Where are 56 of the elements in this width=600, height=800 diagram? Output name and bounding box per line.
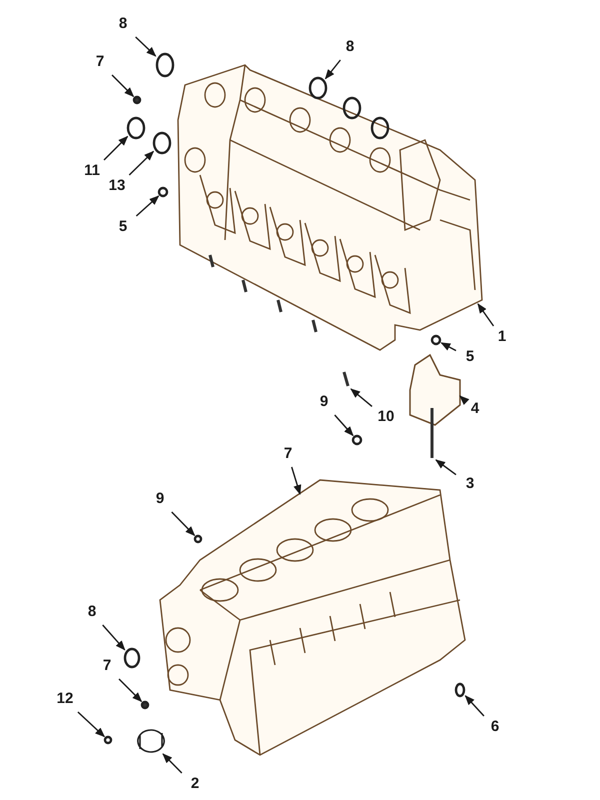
callout-number: 2: [183, 775, 207, 795]
plug: [352, 434, 362, 446]
callout-number: 1: [490, 328, 514, 348]
leader-line: [291, 466, 302, 495]
leader-line: [162, 753, 182, 774]
callout-number: 9: [312, 393, 336, 413]
leader-line: [477, 303, 494, 326]
cup-plug: [137, 729, 165, 753]
callout-number: 13: [105, 177, 129, 197]
callout-number: 8: [111, 15, 135, 35]
callout-number: 5: [111, 218, 135, 238]
leader-line: [459, 395, 470, 406]
plug: [140, 700, 150, 710]
bracket-drawing: [409, 354, 461, 426]
o-ring: [156, 52, 174, 78]
plug: [132, 96, 142, 104]
callout-number: 6: [483, 718, 507, 738]
dowel-pin: [342, 372, 350, 386]
o-ring: [152, 132, 172, 154]
callout-number: 4: [463, 400, 487, 420]
cylinder-block-drawing: [177, 64, 483, 351]
leader-line: [324, 60, 341, 80]
o-ring: [126, 116, 146, 140]
leader-line: [334, 414, 354, 436]
o-ring: [454, 682, 466, 698]
leader-line: [118, 678, 142, 702]
plug: [194, 534, 202, 544]
leader-line: [350, 388, 372, 407]
leader-line: [104, 136, 128, 160]
callout-number: 12: [53, 690, 77, 710]
leader-line: [136, 195, 160, 217]
o-ring: [308, 76, 328, 100]
callout-number: 7: [276, 445, 300, 465]
callout-number: 8: [338, 38, 362, 58]
leader-line: [135, 36, 156, 57]
bolt: [430, 408, 434, 458]
callout-number: 7: [95, 657, 119, 677]
plug: [104, 736, 112, 744]
leader-line: [464, 695, 484, 716]
o-ring: [124, 648, 140, 668]
callout-number: 7: [88, 53, 112, 73]
callout-number: 10: [374, 408, 398, 428]
callout-number: 8: [80, 603, 104, 623]
leader-line: [112, 74, 134, 98]
leader-line: [435, 459, 456, 476]
callout-number: 3: [458, 475, 482, 495]
leader-line: [77, 711, 106, 738]
leader-line: [102, 624, 126, 651]
plug: [430, 334, 442, 346]
leader-line: [440, 342, 456, 352]
leader-line: [128, 150, 154, 176]
callout-number: 5: [458, 348, 482, 368]
leader-line: [171, 512, 196, 536]
callout-number: 11: [80, 162, 104, 182]
callout-number: 9: [148, 490, 172, 510]
plug: [158, 186, 168, 198]
